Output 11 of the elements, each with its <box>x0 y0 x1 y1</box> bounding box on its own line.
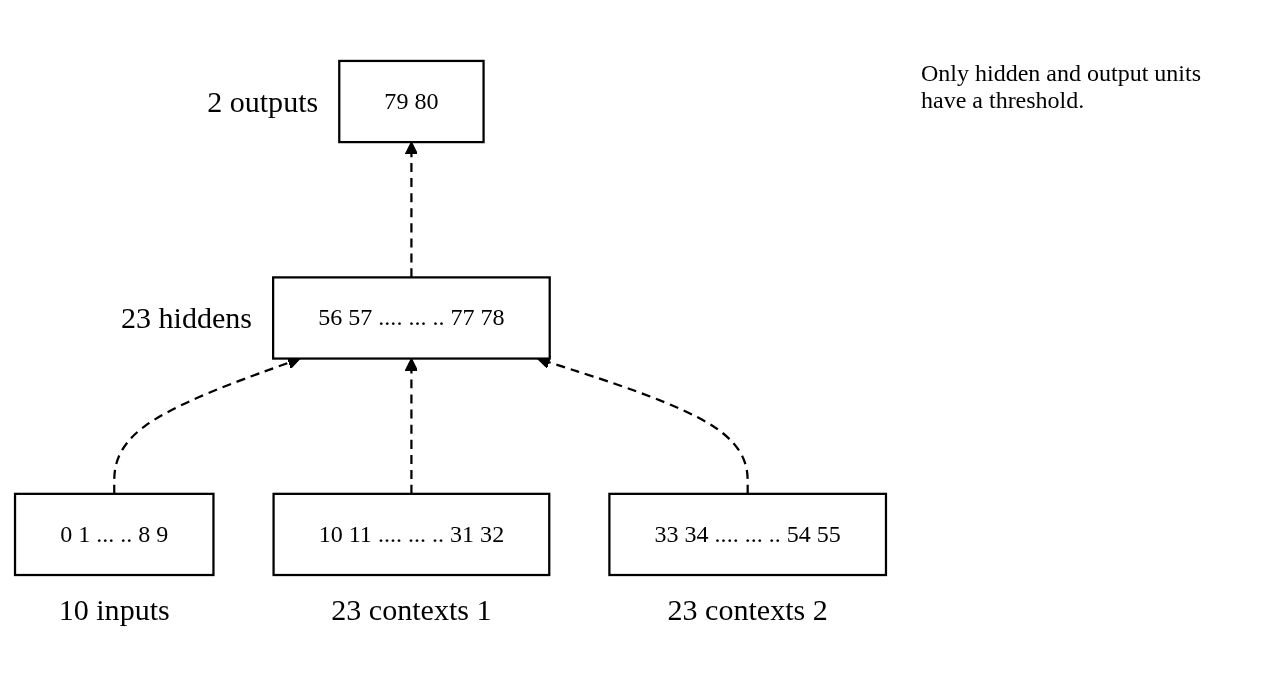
layer-caption: 23 contexts 2 <box>667 593 828 628</box>
node-box: 79 80 <box>338 59 485 144</box>
node-box: 10 11 .... ... .. 31 32 <box>272 492 551 577</box>
layer-caption: 2 outputs <box>207 85 319 120</box>
note-text: Only hidden and output units have a threshold. <box>921 60 1202 114</box>
layer-caption: 23 contexts 1 <box>331 593 492 628</box>
node-box: 0 1 ... .. 8 9 <box>13 492 215 577</box>
node-box: 56 57 .... ... .. 77 78 <box>272 276 551 360</box>
node-box: 33 34 .... ... .. 54 55 <box>608 492 888 577</box>
layer-caption: 10 inputs <box>58 593 170 628</box>
layer-caption: 23 hiddens <box>121 301 253 336</box>
